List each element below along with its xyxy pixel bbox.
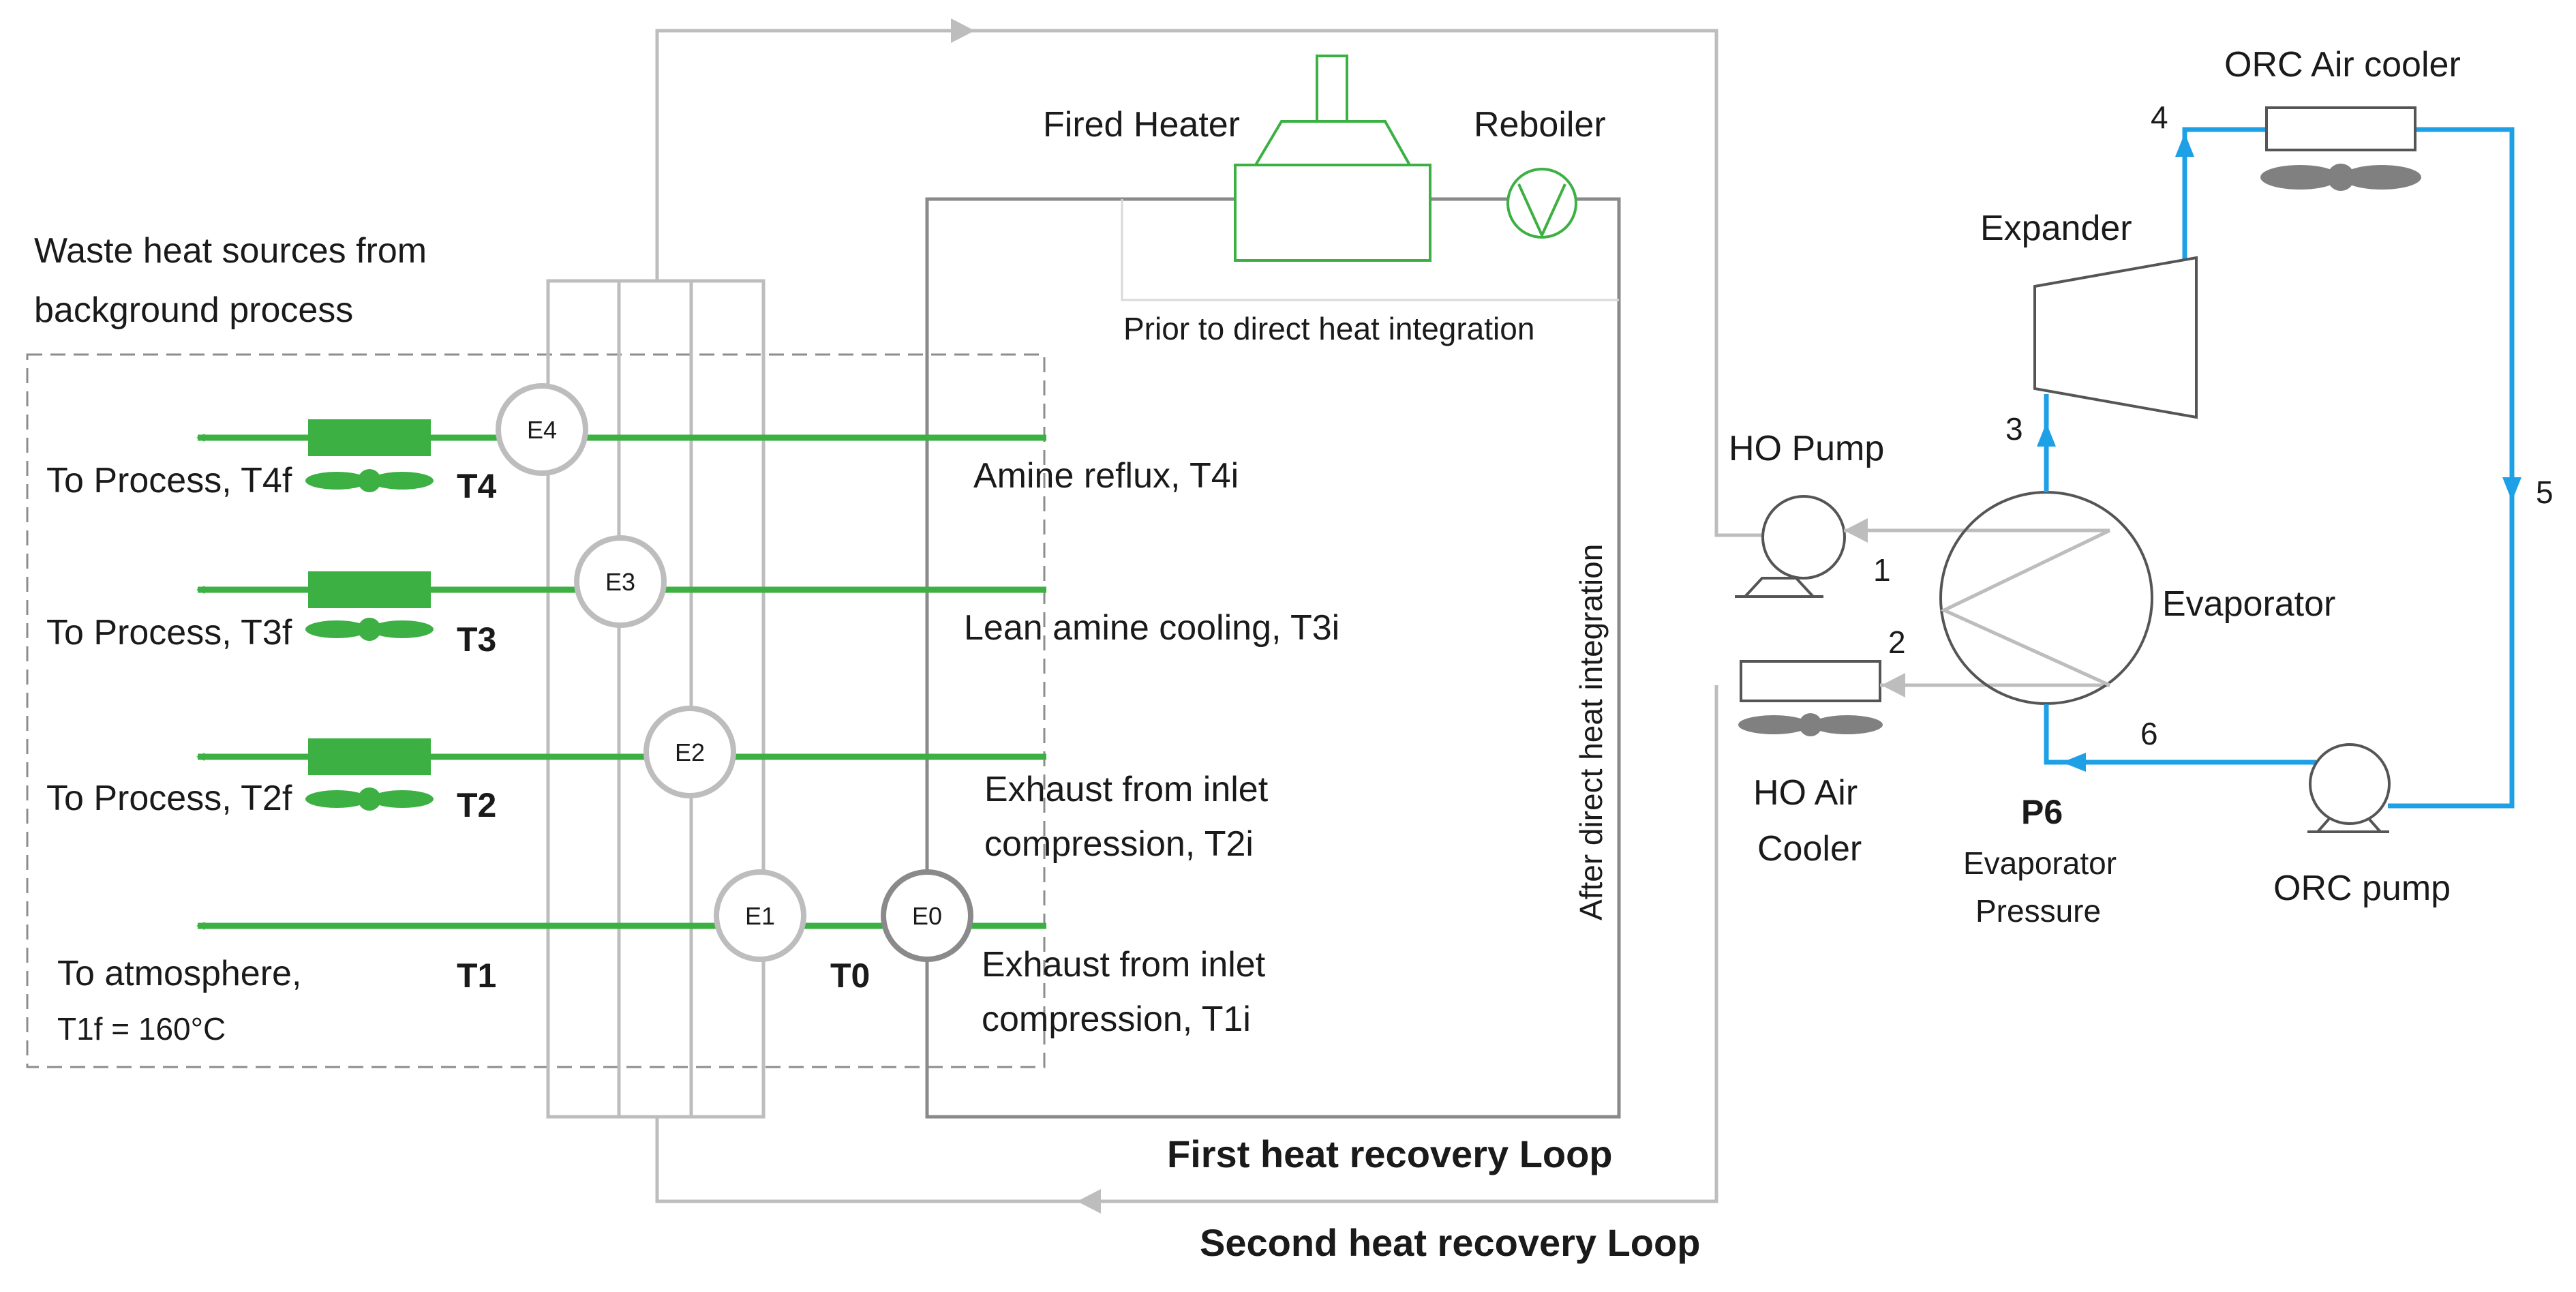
p6-label: P6 (2021, 793, 2063, 831)
second-loop-title: Second heat recovery Loop (1200, 1221, 1700, 1264)
fan-icon (305, 787, 434, 811)
prior-integration-outline (1121, 199, 1619, 301)
state-point-4: 4 (2151, 100, 2168, 135)
exchanger-e2: E2 (643, 706, 736, 798)
inlet-t1i-line1: Exhaust from inlet (982, 945, 1266, 985)
temp-t2: T2 (457, 786, 496, 824)
temp-t0: T0 (830, 957, 870, 995)
orc-arrow-5 (2502, 477, 2521, 501)
evap-pressure-line1: Evaporator (1963, 845, 2117, 881)
state-point-6: 6 (2140, 716, 2158, 751)
exchanger-e1: E1 (714, 869, 806, 962)
state-point-2: 2 (1888, 625, 1906, 660)
fan-icon (305, 469, 434, 492)
stream-coolers (308, 419, 431, 775)
inlet-t2i-line2: compression, T2i (984, 824, 1254, 864)
fired-heater (1234, 55, 1431, 262)
state-point-3: 3 (2005, 411, 2023, 447)
ho-air-cooler-label-line2: Cooler (1757, 829, 1862, 869)
fan-icon (2260, 164, 2421, 191)
outlet-atmosphere-line1: To atmosphere, (57, 954, 301, 993)
svg-text:E2: E2 (675, 738, 705, 766)
evap-pressure-line2: Pressure (1975, 893, 2101, 929)
cooler-t3 (308, 571, 431, 608)
exchanger-e4: E4 (496, 383, 588, 476)
loop-arrow-top (951, 18, 975, 43)
orc-pump-label: ORC pump (2273, 869, 2451, 908)
second-loop-lines (655, 29, 1786, 1203)
temp-t3: T3 (457, 620, 496, 659)
orc-arrow-4 (2175, 133, 2194, 157)
svg-text:E0: E0 (912, 902, 942, 930)
cooler-t2 (308, 738, 431, 775)
expander (2033, 256, 2198, 419)
expander-label: Expander (1980, 209, 2132, 248)
svg-text:E3: E3 (605, 568, 635, 596)
orc-air-cooler (2265, 106, 2416, 151)
outlet-t2f: To Process, T2f (46, 779, 292, 818)
svg-text:E1: E1 (745, 902, 775, 930)
hx-channel (546, 279, 766, 1119)
outlet-t4f: To Process, T4f (46, 461, 292, 500)
waste-heat-title-line1: Waste heat sources from (34, 231, 427, 271)
state-point-5: 5 (2536, 475, 2554, 510)
orc-air-cooler-label: ORC Air cooler (2224, 45, 2461, 85)
green-streams (196, 434, 1046, 930)
evaporator-coil (1940, 528, 2111, 687)
arrow-to-ho-pump (1844, 518, 1868, 543)
inlet-t1i-line2: compression, T1i (982, 1000, 1251, 1039)
orc-loop-lines (2044, 127, 2515, 809)
ho-air-cooler (1740, 660, 1881, 702)
inlet-t2i-line1: Exhaust from inlet (984, 770, 1269, 809)
state-point-1: 1 (1873, 552, 1891, 588)
first-loop-title: First heat recovery Loop (1167, 1132, 1613, 1175)
outlet-t3f: To Process, T3f (46, 613, 292, 652)
fan-icon (1738, 713, 1883, 736)
cooler-t4 (308, 419, 431, 456)
temp-t1: T1 (457, 957, 496, 995)
temp-t4: T4 (457, 467, 497, 505)
inlet-t3i: Lean amine cooling, T3i (964, 608, 1339, 648)
outlet-atmosphere-line2: T1f = 160°C (57, 1011, 226, 1047)
first-loop-lines (925, 197, 1621, 1119)
reboiler-label: Reboiler (1474, 105, 1606, 145)
evaporator-label: Evaporator (2162, 584, 2335, 624)
fired-heater-label: Fired Heater (1043, 105, 1240, 145)
orc-pump (2307, 743, 2391, 833)
orc-arrow-6 (2062, 753, 2086, 772)
exchanger-e0: E0 (881, 869, 973, 962)
ho-pump-label: HO Pump (1729, 429, 1884, 468)
reboiler (1506, 168, 1577, 239)
arrow-to-ho-cooler (1881, 673, 1905, 697)
inlet-t4i: Amine reflux, T4i (973, 456, 1239, 496)
waste-heat-title-line2: background process (34, 290, 353, 330)
ho-air-cooler-label-line1: HO Air (1753, 773, 1858, 813)
fan-icon (305, 618, 434, 641)
waste-heat-boundary (26, 353, 1046, 1068)
green-fans (305, 469, 434, 811)
ho-pump (1735, 495, 1846, 598)
orc-arrow-3 (2037, 423, 2056, 447)
exchanger-e3: E3 (574, 535, 667, 628)
svg-text:E4: E4 (527, 416, 557, 444)
prior-integration-label: Prior to direct heat integration (1123, 311, 1534, 346)
loop-arrow-bottom (1077, 1189, 1101, 1214)
after-integration-label: After direct heat integration (1573, 544, 1609, 920)
